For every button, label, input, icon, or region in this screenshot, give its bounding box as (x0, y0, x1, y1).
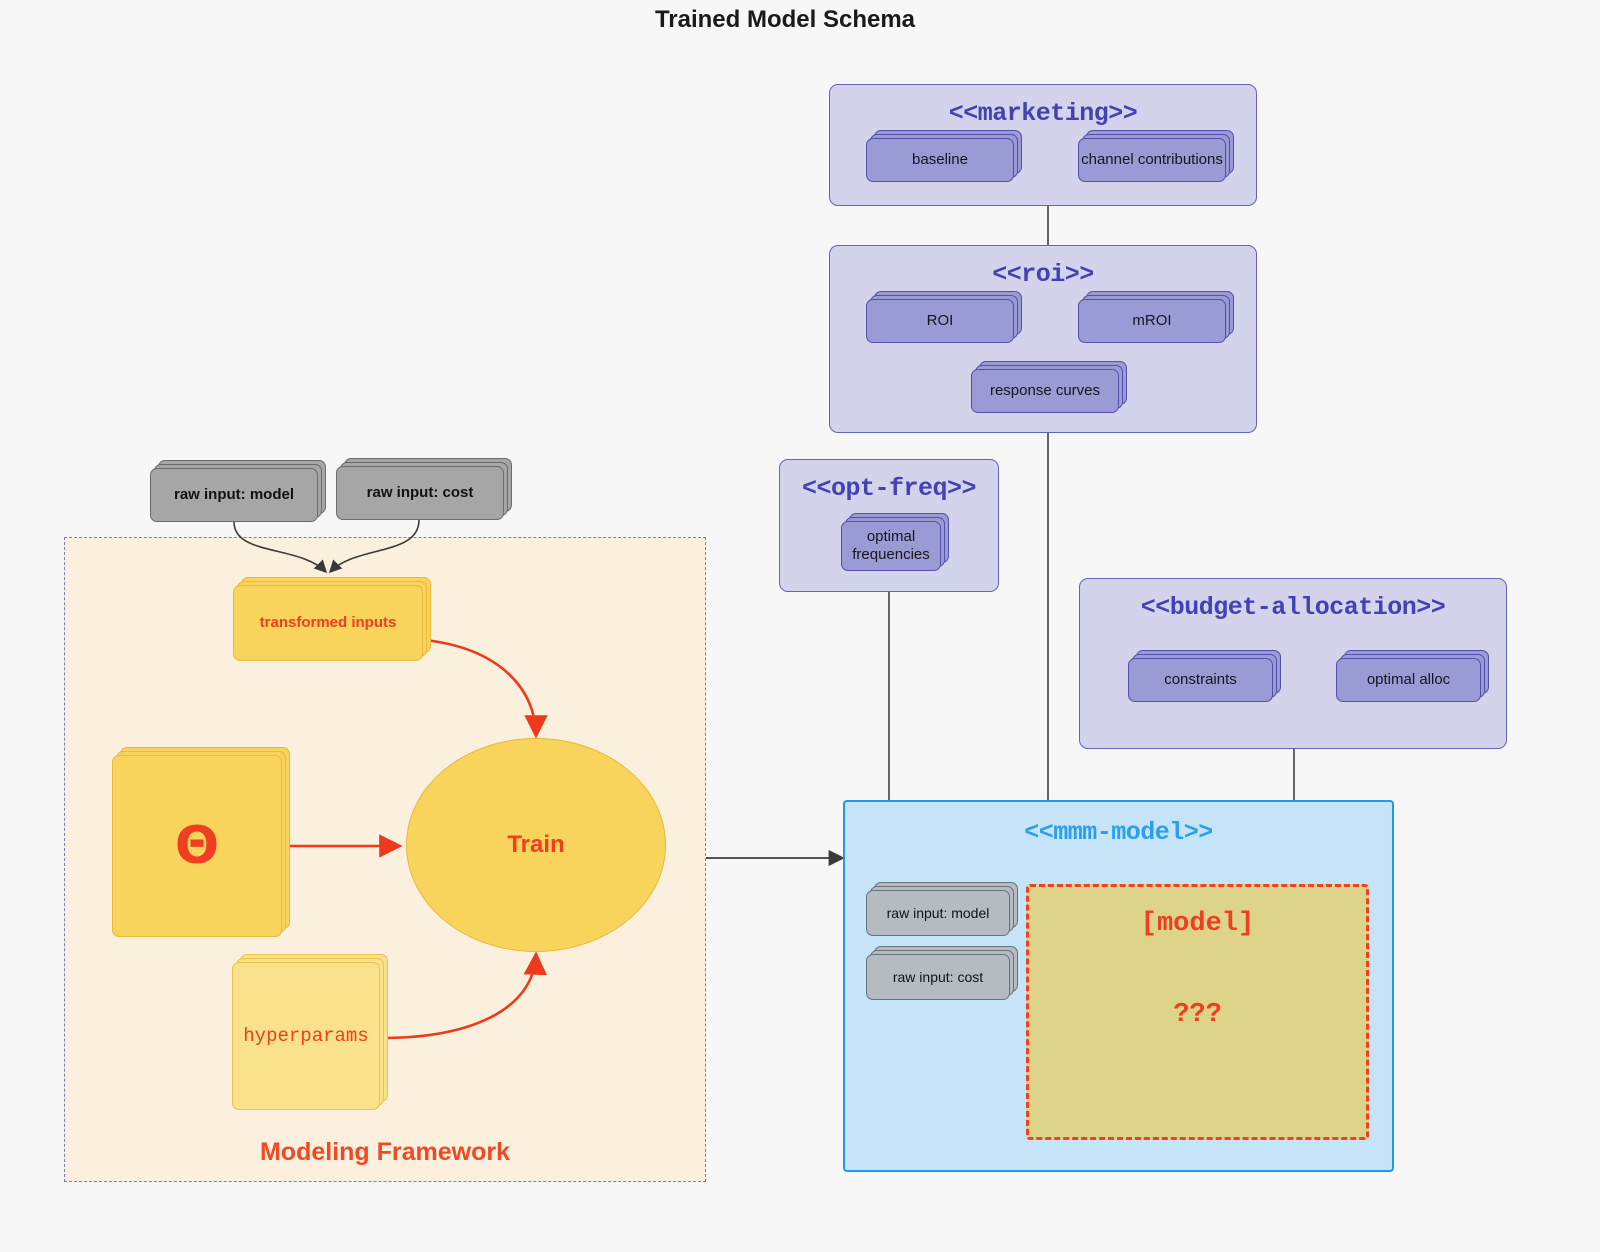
node-channel-contributions-label: channel contributions (1078, 138, 1226, 182)
package-mmm-model-title: <<mmm-model>> (1024, 818, 1213, 847)
train-label: Train (507, 831, 565, 858)
model-placeholder-question: ??? (1173, 1000, 1222, 1030)
mmm-raw-input-cost-node[interactable]: raw input: cost (866, 946, 1018, 1000)
package-roi-title: <<roi>> (992, 260, 1094, 289)
modeling-framework-label: Modeling Framework (259, 1138, 511, 1166)
mmm-raw-input-model-node[interactable]: raw input: model (866, 882, 1018, 936)
raw-input-model-node[interactable]: raw input: model (150, 460, 326, 522)
node-channel-contributions[interactable]: channel contributions (1078, 130, 1234, 182)
transformed-inputs-node[interactable]: transformed inputs (233, 577, 431, 661)
model-placeholder-box[interactable]: [model] ??? (1026, 884, 1369, 1140)
node-optimal-frequencies-label: optimal frequencies (841, 521, 941, 571)
node-constraints[interactable]: constraints (1128, 650, 1281, 702)
node-optimal-alloc-label: optimal alloc (1336, 658, 1481, 702)
hyperparams-node[interactable]: hyperparams (232, 954, 388, 1110)
node-roi[interactable]: ROI (866, 291, 1022, 343)
theta-parameters-node[interactable]: Θ (112, 747, 290, 937)
page-title: Trained Model Schema (654, 6, 916, 33)
mmm-raw-input-model-label: raw input: model (866, 890, 1010, 936)
theta-glyph: Θ (112, 755, 282, 937)
node-optimal-frequencies[interactable]: optimal frequencies (841, 513, 949, 571)
node-response-curves[interactable]: response curves (971, 361, 1127, 413)
node-roi-label: ROI (866, 299, 1014, 343)
node-mroi-label: mROI (1078, 299, 1226, 343)
node-response-curves-label: response curves (971, 369, 1119, 413)
raw-input-cost-label: raw input: cost (336, 466, 504, 520)
raw-input-model-label: raw input: model (150, 468, 318, 522)
train-activity-node[interactable]: Train (406, 738, 666, 952)
package-marketing-title: <<marketing>> (948, 99, 1138, 128)
node-baseline-label: baseline (866, 138, 1014, 182)
raw-input-cost-node[interactable]: raw input: cost (336, 458, 512, 520)
node-optimal-alloc[interactable]: optimal alloc (1336, 650, 1489, 702)
node-mroi[interactable]: mROI (1078, 291, 1234, 343)
node-constraints-label: constraints (1128, 658, 1273, 702)
package-budget-allocation-title: <<budget-allocation>> (1140, 593, 1446, 622)
package-opt-freq-title: <<opt-freq>> (801, 474, 977, 503)
hyperparams-label: hyperparams (232, 962, 380, 1110)
node-baseline[interactable]: baseline (866, 130, 1022, 182)
mmm-raw-input-cost-label: raw input: cost (866, 954, 1010, 1000)
transformed-inputs-label: transformed inputs (233, 585, 423, 661)
model-placeholder-title: [model] (1140, 909, 1255, 939)
